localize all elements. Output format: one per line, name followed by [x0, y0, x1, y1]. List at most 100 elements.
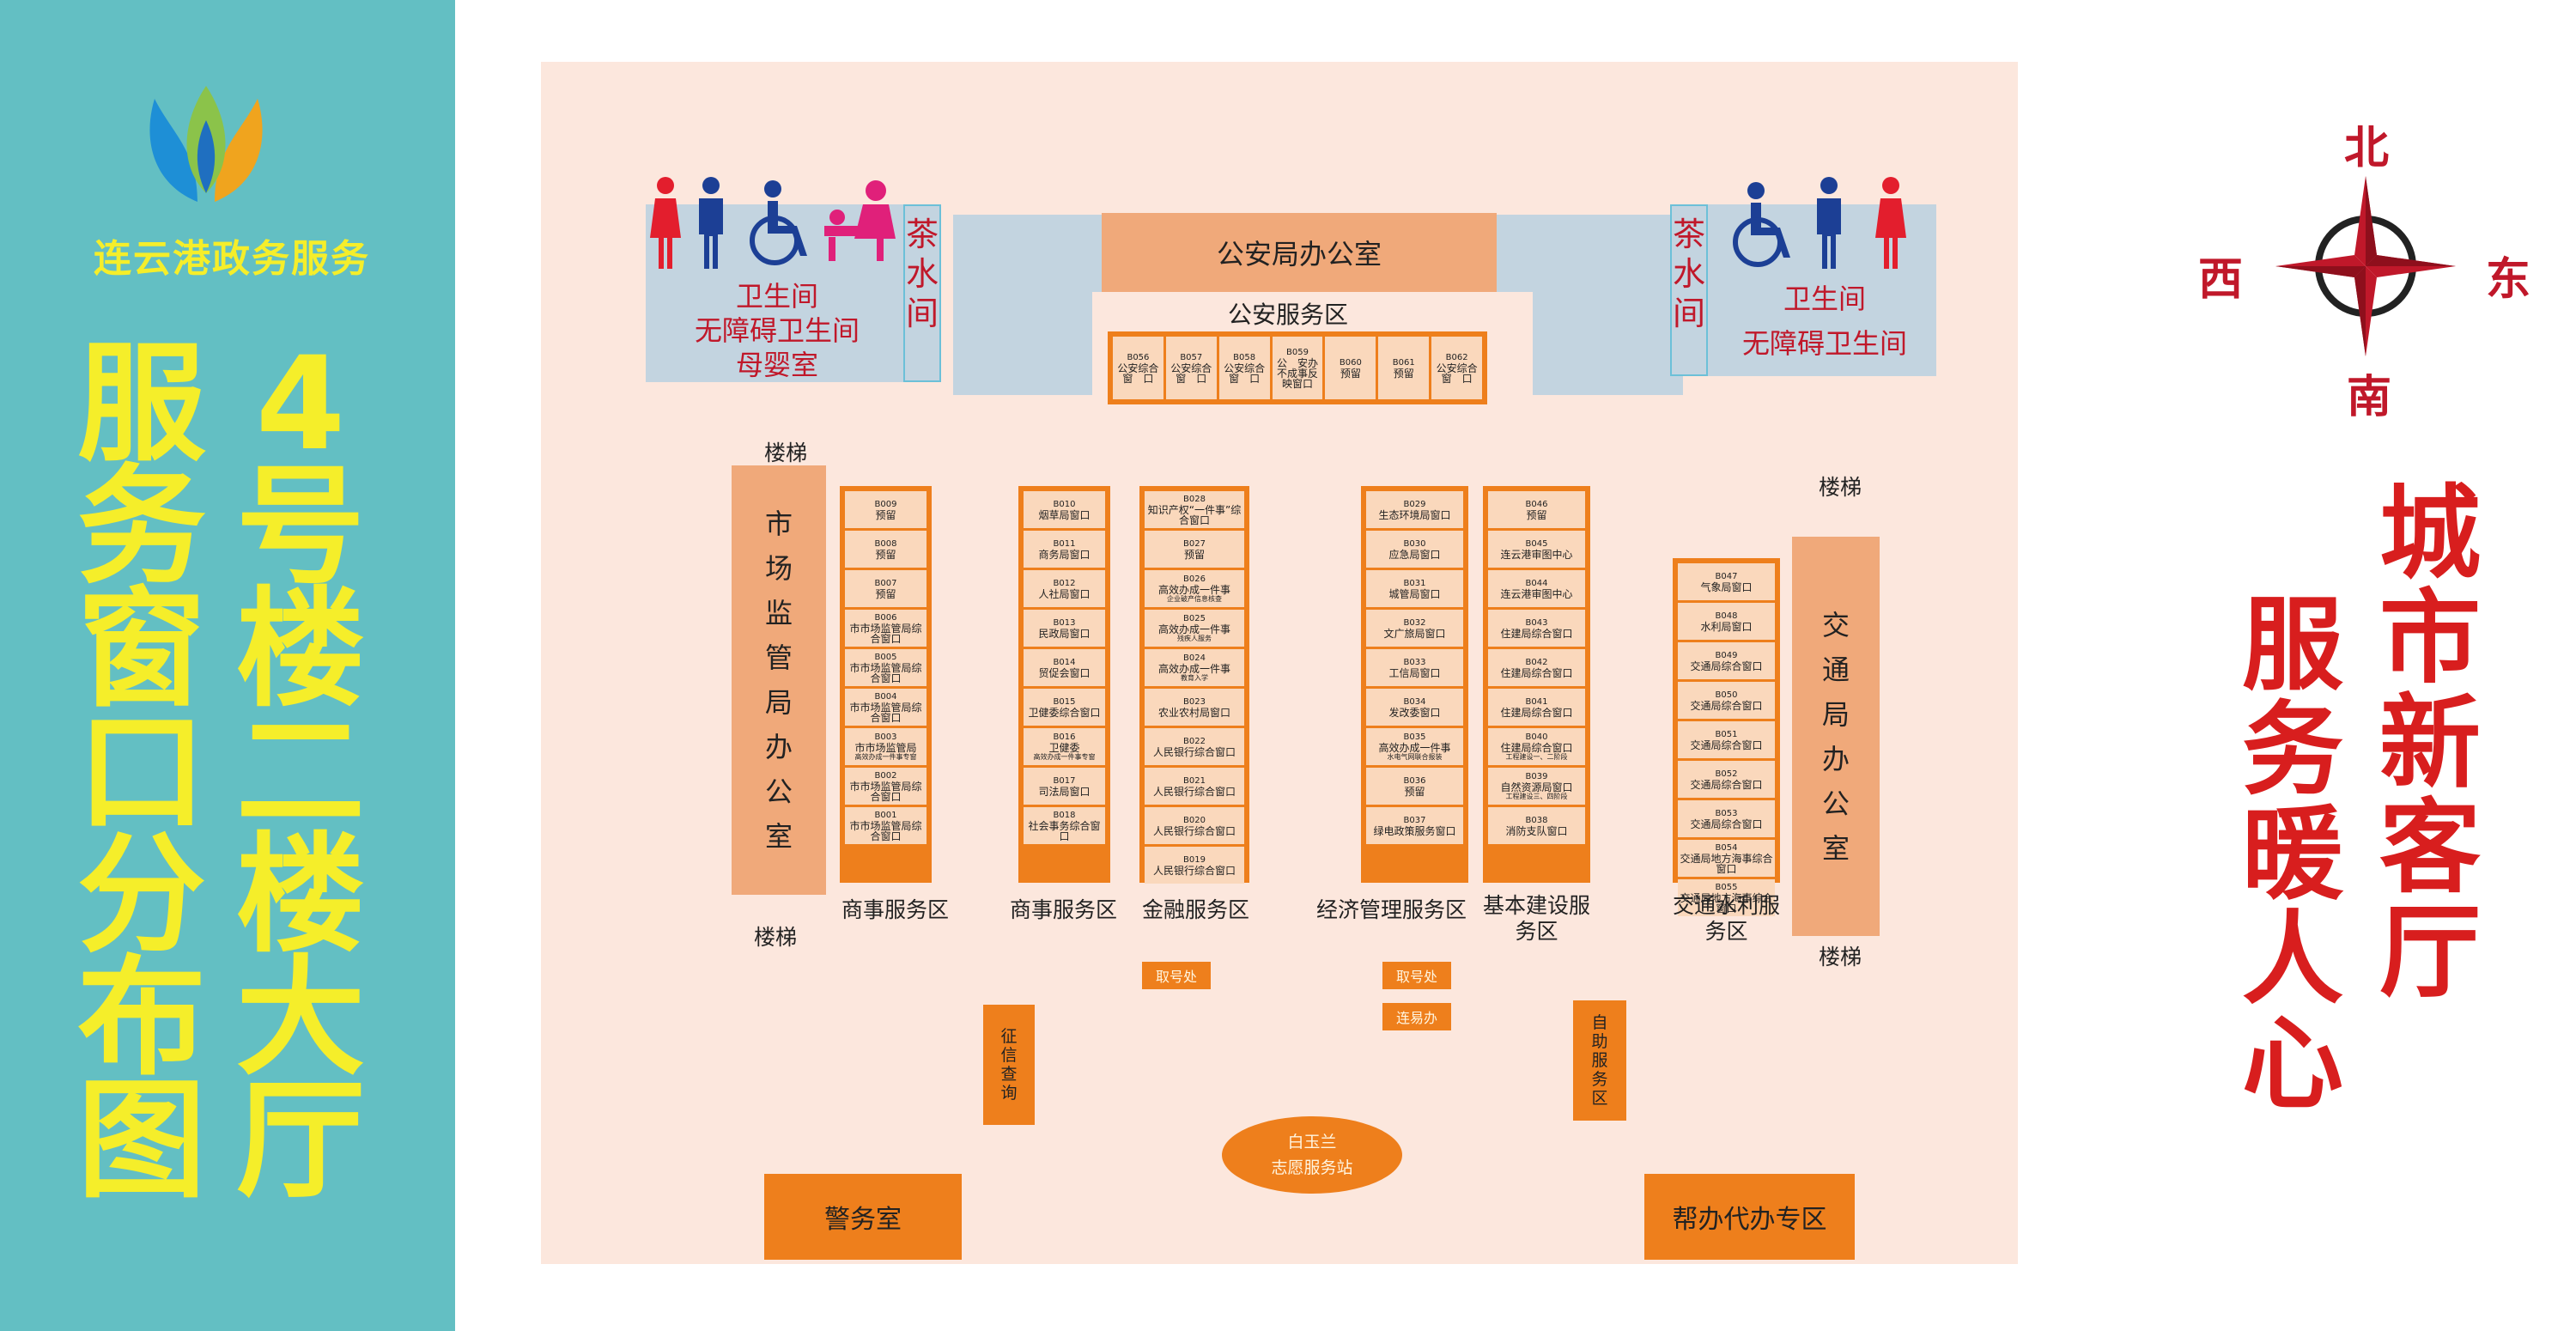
- window-subtitle: 高效办成一件事专窗: [854, 753, 917, 761]
- volunteer-station[interactable]: 白玉兰 志愿服务站: [1222, 1116, 1402, 1194]
- window-id: B034: [1403, 696, 1426, 707]
- stairs-label: 楼梯: [1819, 945, 1862, 969]
- window-id: B027: [1183, 538, 1206, 549]
- window-subtitle: 工程建设三、四阶段: [1505, 793, 1568, 800]
- stairs-label: 楼梯: [754, 925, 798, 950]
- lianyiban-counter[interactable]: 连易办: [1382, 1003, 1451, 1030]
- window-id: B025: [1183, 614, 1206, 623]
- window-id: B019: [1183, 854, 1206, 865]
- window-name: 人民银行综合窗口: [1152, 745, 1236, 758]
- window-name: 贸促会窗口: [1038, 666, 1091, 679]
- ticket-counter[interactable]: 取号处: [1382, 962, 1451, 989]
- window-name: 预留: [1183, 548, 1205, 561]
- help-service-zone[interactable]: 帮办代办专区: [1644, 1174, 1855, 1260]
- window-name: 预留: [1404, 785, 1425, 798]
- corridor-right-down: [1533, 215, 1683, 395]
- ticket-counter[interactable]: 取号处: [1142, 962, 1211, 989]
- window-id: B037: [1403, 815, 1426, 825]
- credit-inquiry-label: 征信查询: [1000, 1027, 1018, 1103]
- credit-inquiry[interactable]: 征信查询: [983, 1005, 1035, 1125]
- brand-name: 连云港政务服务: [94, 237, 370, 281]
- window-name: 预留: [1526, 508, 1547, 521]
- baby-care-icon: [820, 179, 902, 264]
- window-id: B038: [1525, 815, 1548, 825]
- window-id: B055: [1715, 882, 1738, 892]
- compass-north: 北: [2344, 123, 2390, 174]
- police-room[interactable]: 警务室: [764, 1174, 962, 1260]
- compass-east: 东: [2486, 254, 2531, 306]
- market-supervision-office: 市场监管局办公室: [732, 465, 826, 895]
- window-name: 预留: [875, 587, 896, 600]
- accessible-restroom-label: 无障碍卫生间: [694, 314, 860, 347]
- accessible-restroom-label: 无障碍卫生间: [1741, 327, 1907, 360]
- self-service-area[interactable]: 自助服务区: [1573, 1000, 1626, 1121]
- window-name: 高效办成一件事: [1157, 623, 1230, 635]
- window-name: 烟草局窗口: [1038, 508, 1091, 521]
- zone-label: 交通水利服务区: [1673, 893, 1781, 944]
- window-name: 应急局窗口: [1388, 548, 1441, 561]
